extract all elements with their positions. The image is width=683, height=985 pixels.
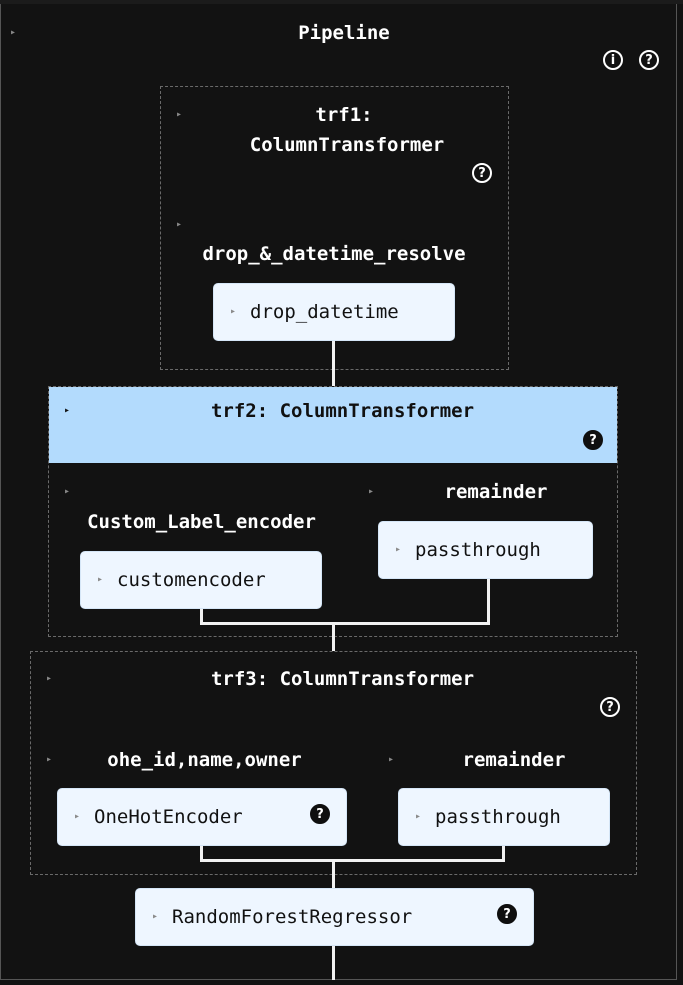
trf2-header-highlight[interactable] (49, 387, 617, 463)
trf1-title-line1: trf1: (315, 104, 373, 126)
trf2-left-branch-label: Custom_Label_encoder (87, 511, 316, 533)
trf3-left-branch-expand-toggle[interactable]: ▸ (46, 754, 53, 765)
customencoder-expand-toggle[interactable]: ▸ (97, 574, 104, 585)
trf2-merge-connector (200, 622, 490, 625)
onehotencoder-label: OneHotEncoder (94, 806, 243, 828)
trf1-branch-label: drop_&_datetime_resolve (202, 243, 466, 265)
trf2-expand-toggle[interactable]: ▸ (64, 405, 71, 416)
connector-trf3-final (332, 862, 335, 888)
trf1-expand-toggle[interactable]: ▸ (176, 109, 183, 120)
trf2-title: trf2: ColumnTransformer (210, 400, 475, 422)
customencoder-step[interactable]: ▸ customencoder (80, 551, 322, 609)
onehotencoder-step[interactable]: ▸ OneHotEncoder (57, 788, 347, 846)
trf2-passthrough-label: passthrough (415, 539, 541, 561)
trf2-right-branch-label: remainder (444, 481, 548, 503)
drop-datetime-expand-toggle[interactable]: ▸ (230, 306, 237, 317)
trf2-help-icon[interactable]: ? (583, 430, 603, 450)
trf1-help-icon[interactable]: ? (472, 163, 492, 183)
trf3-passthrough-expand-toggle[interactable]: ▸ (415, 811, 422, 822)
randomforestregressor-help-icon[interactable]: ? (497, 904, 517, 924)
connector-trf1-trf2 (332, 341, 335, 386)
trf2-right-connector (487, 579, 490, 625)
trf2-passthrough-step[interactable]: ▸ passthrough (378, 521, 593, 579)
trf2-left-branch-expand-toggle[interactable]: ▸ (64, 486, 71, 497)
question-icon[interactable]: ? (639, 50, 659, 70)
randomforestregressor-expand-toggle[interactable]: ▸ (152, 911, 159, 922)
drop-datetime-step[interactable]: ▸ drop_datetime (213, 283, 455, 341)
window-top-edge (0, 0, 683, 4)
randomforestregressor-step[interactable]: ▸ RandomForestRegressor (135, 888, 534, 946)
trf3-left-branch-label: ohe_id,name,owner (107, 749, 302, 771)
randomforestregressor-label: RandomForestRegressor (172, 906, 413, 928)
onehotencoder-help-icon[interactable]: ? (310, 804, 330, 824)
drop-datetime-label: drop_datetime (250, 301, 399, 323)
trf1-branch-expand-toggle[interactable]: ▸ (176, 219, 183, 230)
pipeline-expand-toggle[interactable]: ▸ (10, 27, 17, 38)
trf3-left-connector (200, 846, 203, 862)
trf3-help-icon[interactable]: ? (600, 697, 620, 717)
pipeline-title: Pipeline (298, 22, 390, 44)
trf2-left-connector (200, 609, 203, 625)
trf1-title-line2: ColumnTransformer (249, 134, 445, 156)
pipeline-container (0, 4, 677, 980)
onehotencoder-expand-toggle[interactable]: ▸ (74, 811, 81, 822)
trf3-right-connector (502, 846, 505, 862)
trf2-right-branch-expand-toggle[interactable]: ▸ (368, 486, 375, 497)
trf3-expand-toggle[interactable]: ▸ (46, 673, 53, 684)
trf3-right-branch-expand-toggle[interactable]: ▸ (388, 754, 395, 765)
trf3-right-branch-label: remainder (462, 749, 566, 771)
info-icon[interactable]: i (603, 50, 623, 70)
connector-trf2-trf3 (332, 625, 335, 651)
trf3-passthrough-label: passthrough (435, 806, 561, 828)
trf3-merge-connector (200, 859, 505, 862)
trf3-passthrough-step[interactable]: ▸ passthrough (398, 788, 610, 846)
trf2-passthrough-expand-toggle[interactable]: ▸ (395, 544, 402, 555)
customencoder-label: customencoder (117, 569, 266, 591)
trf3-title: trf3: ColumnTransformer (210, 668, 475, 690)
connector-final-bottom (332, 946, 335, 980)
